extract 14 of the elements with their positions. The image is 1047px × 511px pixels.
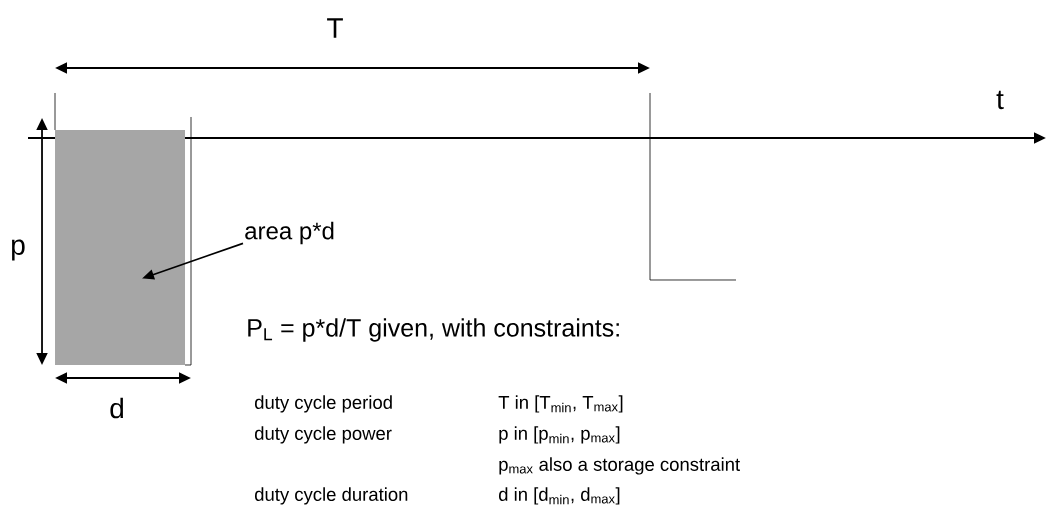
table-cell: p in [p$_{min}$, p$_{max}$] bbox=[499, 426, 620, 444]
table-cell: duty cycle duration bbox=[255, 487, 408, 505]
pulse-area bbox=[55, 130, 185, 365]
table-cell: duty cycle power bbox=[255, 426, 392, 444]
axis-label: t bbox=[996, 90, 1004, 110]
table-cell: T in [T$_{min}$, T$_{max}$] bbox=[498, 395, 623, 413]
callout-text: area p*d bbox=[245, 221, 334, 245]
dimension-label: p bbox=[12, 239, 25, 261]
dimension-label: T bbox=[327, 18, 343, 38]
dimension-label: d bbox=[110, 397, 123, 419]
table-cell: p$_{max}$ also a storage constraint bbox=[499, 457, 740, 475]
table-cell: d in [d$_{min}$, d$_{max}$] bbox=[499, 487, 620, 505]
table-cell: duty cycle period bbox=[255, 395, 392, 413]
formula-text: P$_{L}$ = p*d/T given, with constraints: bbox=[248, 318, 619, 342]
